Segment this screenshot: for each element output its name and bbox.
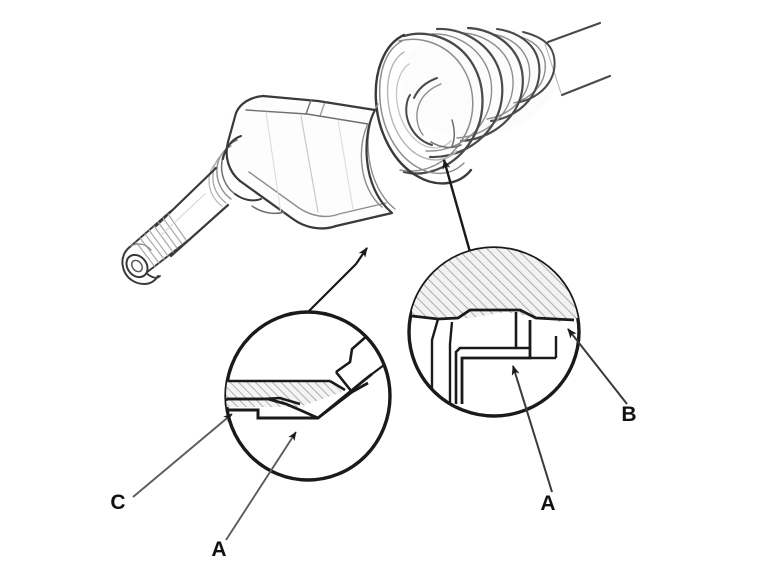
driveshaft-assembly: [121, 21, 612, 285]
right-detail-cross-section: [411, 248, 578, 404]
label-c: C: [110, 491, 125, 514]
leader-right-detail-to-boot: [442, 159, 472, 253]
left-detail-circle: [224, 310, 392, 482]
callout-a-left: A: [211, 431, 297, 561]
splined-shaft-end: [121, 135, 285, 285]
inboard-shaft: [544, 21, 612, 97]
cv-boot: [374, 26, 556, 185]
right-detail-circle: [407, 246, 581, 418]
label-a-left: A: [211, 538, 226, 561]
label-b: B: [621, 403, 636, 426]
shaft-splines: [135, 213, 187, 268]
left-detail-cross-section: [226, 326, 385, 420]
callout-b: B: [567, 328, 637, 426]
callout-c: C: [110, 413, 233, 514]
callout-a-right: A: [511, 365, 556, 515]
leader-left-detail-to-housing: [306, 247, 368, 314]
cv-joint-outer-housing: [224, 94, 394, 230]
label-a-right: A: [540, 492, 555, 515]
